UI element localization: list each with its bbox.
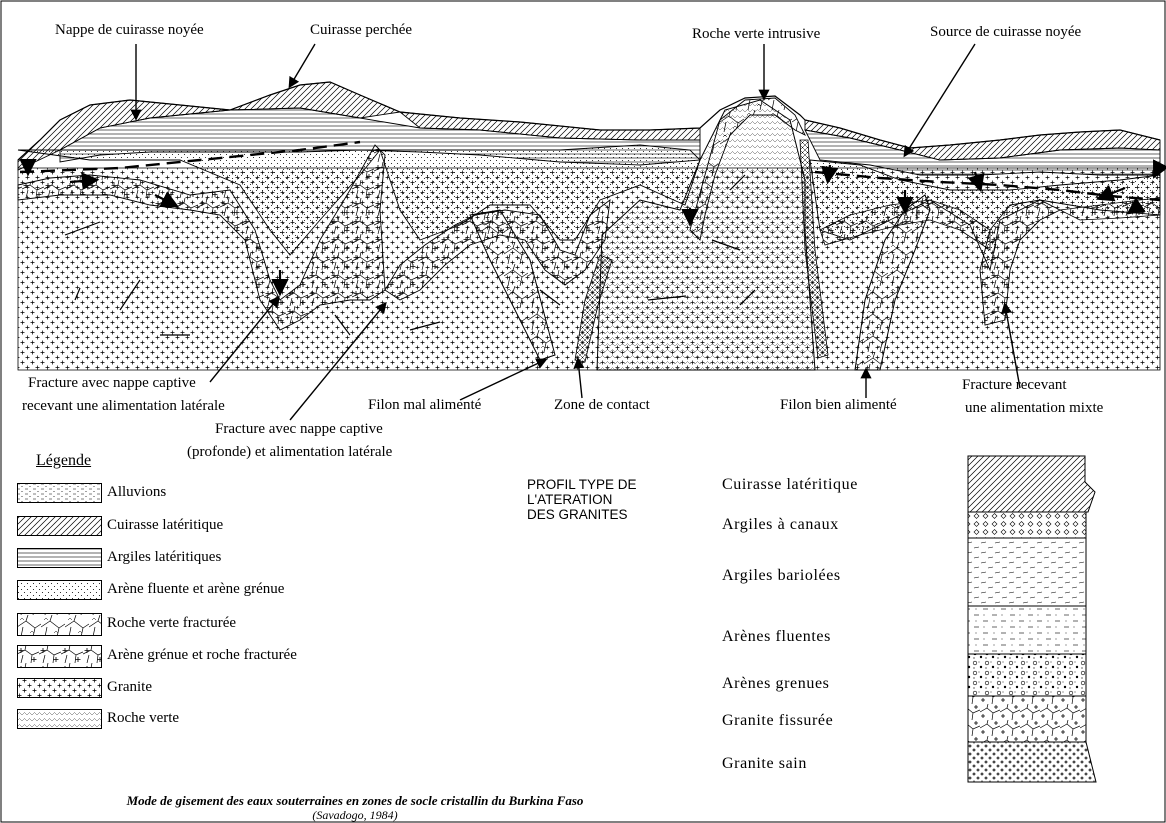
swatch-arene bbox=[18, 581, 102, 600]
profile-column bbox=[968, 456, 1096, 782]
swatch-alluvions bbox=[18, 484, 102, 503]
legend-title: Légende bbox=[36, 452, 91, 469]
label-filon-bien-alimente: Filon bien alimenté bbox=[780, 397, 897, 414]
swatch-argiles bbox=[18, 549, 102, 568]
swatch-rvfrac bbox=[18, 614, 102, 636]
swatch-arenefrac bbox=[18, 646, 102, 668]
legend-label-cuirasse: Cuirasse latéritique bbox=[107, 517, 223, 534]
figure-caption: Mode de gisement des eaux souterraines e… bbox=[0, 793, 710, 808]
profile-label-cuirasse: Cuirasse latéritique bbox=[722, 476, 858, 494]
legend-label-rocheverte: Roche verte bbox=[107, 710, 179, 727]
label-fracture-profonde-1: Fracture avec nappe captive bbox=[215, 421, 383, 438]
legend-label-granite: Granite bbox=[107, 679, 152, 696]
swatch-cuirasse bbox=[18, 517, 102, 536]
profile-grenues bbox=[968, 654, 1086, 696]
figure-source: (Savadogo, 1984) bbox=[0, 809, 710, 822]
label-fracture-mixte-2: une alimentation mixte bbox=[965, 400, 1103, 417]
legend-label-rvfrac: Roche verte fracturée bbox=[107, 615, 236, 632]
label-cuirasse-perchee: Cuirasse perchée bbox=[310, 22, 412, 39]
swatch-granite bbox=[18, 679, 102, 698]
profile-label-sain: Granite sain bbox=[722, 755, 807, 773]
profile-label-fissuree: Granite fissurée bbox=[722, 712, 833, 730]
label-filon-mal-alimente: Filon mal alimenté bbox=[368, 397, 481, 414]
profile-label-canaux: Argiles à canaux bbox=[722, 516, 839, 534]
profile-canaux bbox=[968, 512, 1086, 538]
label-source-cuirasse-noyee: Source de cuirasse noyée bbox=[930, 24, 1081, 41]
profile-title-line-2: L'ATERATION bbox=[527, 492, 612, 507]
label-fracture-laterale-1: Fracture avec nappe captive bbox=[28, 375, 196, 392]
profile-label-fluentes: Arènes fluentes bbox=[722, 628, 831, 646]
label-zone-contact: Zone de contact bbox=[554, 397, 650, 414]
swatch-rocheverte bbox=[18, 710, 102, 729]
profile-sain bbox=[968, 742, 1096, 782]
profile-fissuree bbox=[968, 696, 1086, 742]
profile-label-grenues: Arènes grenues bbox=[722, 675, 829, 693]
profile-cuirasse bbox=[968, 456, 1095, 512]
profile-fluentes bbox=[968, 606, 1086, 654]
label-fracture-profonde-2: (profonde) et alimentation latérale bbox=[187, 444, 392, 461]
label-fracture-laterale-2: recevant une alimentation latérale bbox=[22, 398, 225, 415]
legend-label-argiles: Argiles latéritiques bbox=[107, 549, 221, 566]
cross-section bbox=[18, 82, 1160, 370]
legend-label-arene: Arène fluente et arène grénue bbox=[107, 581, 284, 598]
label-fracture-mixte-1: Fracture recevant bbox=[962, 377, 1067, 394]
legend-label-alluvions: Alluvions bbox=[107, 484, 166, 501]
profile-label-bariolees: Argiles bariolées bbox=[722, 567, 841, 585]
profile-bariolees bbox=[968, 538, 1086, 606]
legend-label-arenefrac: Arène grénue et roche fracturée bbox=[107, 647, 297, 664]
profile-title-line-3: DES GRANITES bbox=[527, 507, 628, 522]
label-nappe-cuirasse-noyee: Nappe de cuirasse noyée bbox=[55, 22, 204, 39]
profile-title-line-1: PROFIL TYPE DE bbox=[527, 477, 637, 492]
label-roche-verte-intrusive: Roche verte intrusive bbox=[692, 26, 820, 43]
